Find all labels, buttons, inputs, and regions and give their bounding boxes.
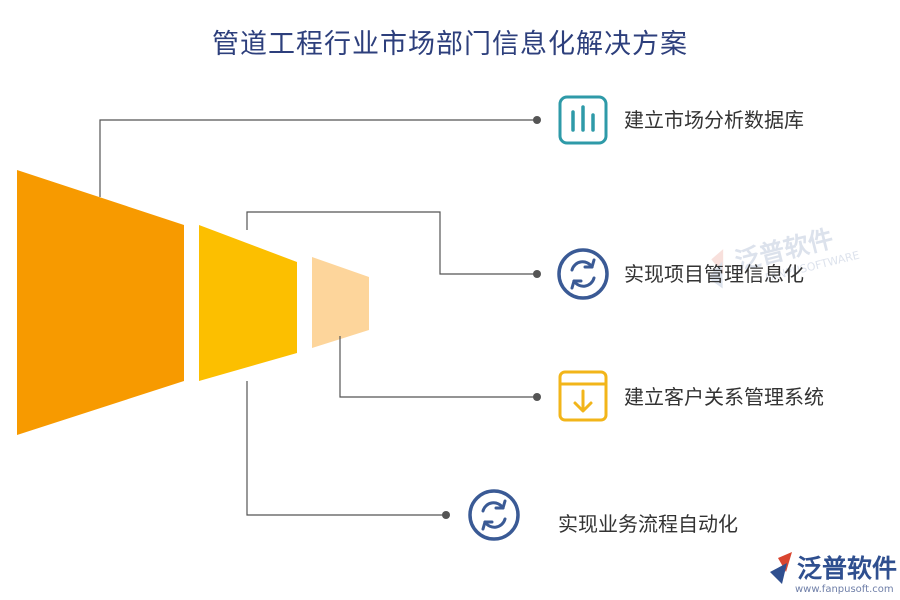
- connector-dot-3: [533, 393, 541, 401]
- connector-line-4: [246, 381, 446, 516]
- refresh-icon: [557, 248, 609, 300]
- funnel-segment-large: [17, 170, 184, 435]
- fanpu-logo-icon: [770, 552, 792, 584]
- item-label-4: 实现业务流程自动化: [558, 512, 738, 536]
- connector-line-2: [246, 211, 537, 275]
- center-watermark: 泛普软件 FANPUSOFTWARE: [707, 224, 861, 289]
- fanpu-logo-icon: [707, 249, 724, 289]
- connector-dot-2: [533, 270, 541, 278]
- page-title: 管道工程行业市场部门信息化解决方案: [212, 29, 688, 60]
- item-label-2: 实现项目管理信息化: [624, 262, 804, 286]
- funnel-segment-medium: [199, 225, 297, 381]
- connector-dot-1: [533, 116, 541, 124]
- download-box-icon: [558, 370, 608, 422]
- corner-watermark-text: 泛普软件: [797, 554, 897, 583]
- connector-line-3: [339, 336, 537, 398]
- funnel-segment-small: [312, 257, 369, 348]
- corner-watermark-url: www.fanpusoft.com: [795, 584, 894, 595]
- bar-chart-icon: [558, 95, 608, 145]
- corner-watermark: 泛普软件 www.fanpusoft.com: [770, 552, 897, 595]
- refresh-icon: [468, 489, 520, 541]
- item-label-3: 建立客户关系管理系统: [624, 385, 824, 409]
- connector-line-1: [99, 119, 537, 197]
- item-label-1: 建立市场分析数据库: [624, 108, 804, 132]
- connector-dot-4: [442, 511, 450, 519]
